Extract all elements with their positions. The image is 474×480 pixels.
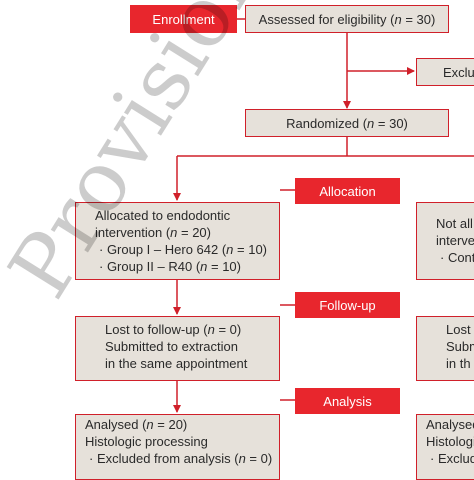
analysis-right-line-3: · Exclud	[430, 451, 474, 466]
followup-right-line-1: Lost	[446, 322, 471, 337]
excluded-box: Exclu	[416, 58, 474, 86]
stage-enrollment-label: Enrollment	[152, 11, 215, 27]
analysis-line-2: Histologic processing	[85, 434, 208, 449]
followup-line-3: in the same appointment	[105, 356, 248, 371]
analysis-right-line-1: Analysed	[426, 417, 474, 432]
stage-enrollment: Enrollment	[130, 5, 237, 33]
allocated-right-line-2: interve	[436, 233, 474, 248]
analysis-right-line-2: Histologi	[426, 434, 474, 449]
analysis-line-3: · Excluded from analysis (n = 0)	[89, 451, 273, 466]
allocated-right-line-3: · Cont	[440, 250, 474, 265]
followup-right-line-2: Subm	[446, 339, 474, 354]
eligibility-box: Assessed for eligibility (n = 30)	[245, 5, 449, 33]
followup-right-line-3: in th	[446, 356, 471, 371]
randomized-text: Randomized (n = 30)	[286, 115, 408, 131]
followup-right-box: Lost Subm in th	[416, 316, 474, 381]
analysis-line-1: Analysed (n = 20)	[85, 417, 188, 432]
allocated-line-1: Allocated to endodontic	[95, 208, 231, 223]
stage-followup-label: Follow-up	[319, 297, 376, 313]
stage-allocation: Allocation	[295, 178, 400, 204]
followup-left-box: Lost to follow-up (n = 0) Submitted to e…	[75, 316, 280, 381]
stage-followup: Follow-up	[295, 292, 400, 318]
allocated-right-box: Not all interve · Cont	[416, 202, 474, 280]
allocated-left-box: Allocated to endodontic intervention (n …	[75, 202, 280, 280]
stage-analysis-label: Analysis	[323, 393, 372, 409]
stage-analysis: Analysis	[295, 388, 400, 414]
allocated-line-4: · Group II – R40 (n = 10)	[99, 259, 241, 274]
analysis-right-box: Analysed Histologi · Exclud	[416, 414, 474, 480]
excluded-text: Exclu	[443, 64, 474, 80]
followup-line-1: Lost to follow-up (n = 0)	[105, 322, 242, 337]
allocated-right-line-1: Not all	[436, 216, 473, 231]
followup-line-2: Submitted to extraction	[105, 339, 238, 354]
allocated-line-3: · Group I – Hero 642 (n = 10)	[99, 242, 268, 257]
randomized-box: Randomized (n = 30)	[245, 109, 449, 137]
eligibility-text: Assessed for eligibility (n = 30)	[258, 11, 436, 27]
allocated-line-2: intervention (n = 20)	[95, 225, 211, 240]
analysis-left-box: Analysed (n = 20) Histologic processing …	[75, 414, 280, 480]
stage-allocation-label: Allocation	[319, 183, 376, 199]
